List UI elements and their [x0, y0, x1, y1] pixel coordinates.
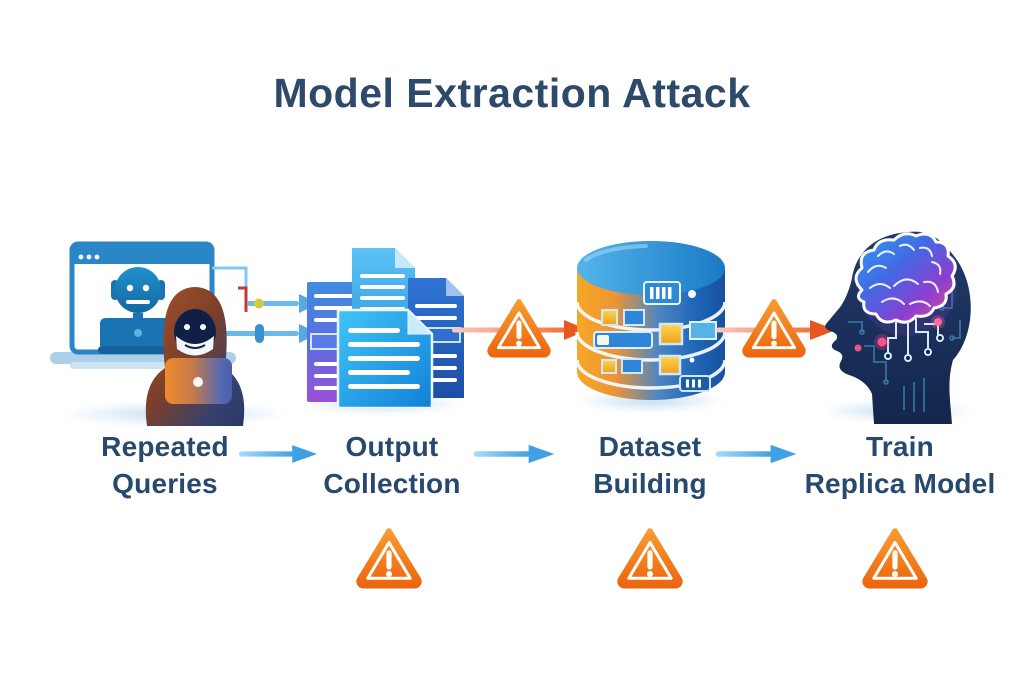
stage-label-repeated-queries: Repeated Queries: [40, 428, 290, 502]
database-icon: [575, 241, 727, 400]
step-arrow-icon: [715, 444, 797, 464]
brain-stem-circuits-icon: [884, 318, 944, 362]
diagram-title: Model Extraction Attack: [273, 70, 751, 116]
hacker-icon: [145, 287, 245, 426]
step-arrow-icon: [473, 444, 555, 464]
warning-triangle-icon: [487, 299, 551, 358]
stage-label-output-collection: Output Collection: [267, 428, 517, 502]
warning-triangle-icon: [742, 299, 806, 358]
risk-warning-icon: [617, 528, 683, 589]
label-line: Repeated: [101, 431, 229, 462]
label-line: Replica Model: [804, 468, 996, 499]
risk-warning-icon: [356, 528, 422, 589]
database-records-icon: [593, 281, 717, 392]
brain-head-icon: [825, 231, 971, 424]
stage-label-train-replica-model: Train Replica Model: [772, 428, 1024, 502]
label-line: Building: [593, 468, 707, 499]
attacker-querying-model-icon: [50, 241, 319, 426]
stage-label-dataset-building: Dataset Building: [525, 428, 775, 502]
glow-nodes-icon: [854, 315, 945, 352]
document-front-icon: [336, 308, 434, 410]
brain-icon: [854, 232, 957, 324]
query-trace-icon: [212, 266, 248, 290]
chatbot-model-icon: [98, 267, 178, 354]
risk-warning-icon: [862, 528, 928, 589]
label-line: Train: [866, 431, 934, 462]
label-line: Collection: [323, 468, 461, 499]
database-top-icon: [577, 241, 725, 295]
label-line: Dataset: [598, 431, 702, 462]
label-line: Output: [345, 431, 439, 462]
response-trace-icon: [238, 286, 248, 312]
documents-stack-icon: [307, 248, 464, 410]
label-line: Queries: [112, 468, 218, 499]
step-arrow-icon: [238, 445, 318, 463]
brain-folds-icon: [867, 243, 942, 307]
